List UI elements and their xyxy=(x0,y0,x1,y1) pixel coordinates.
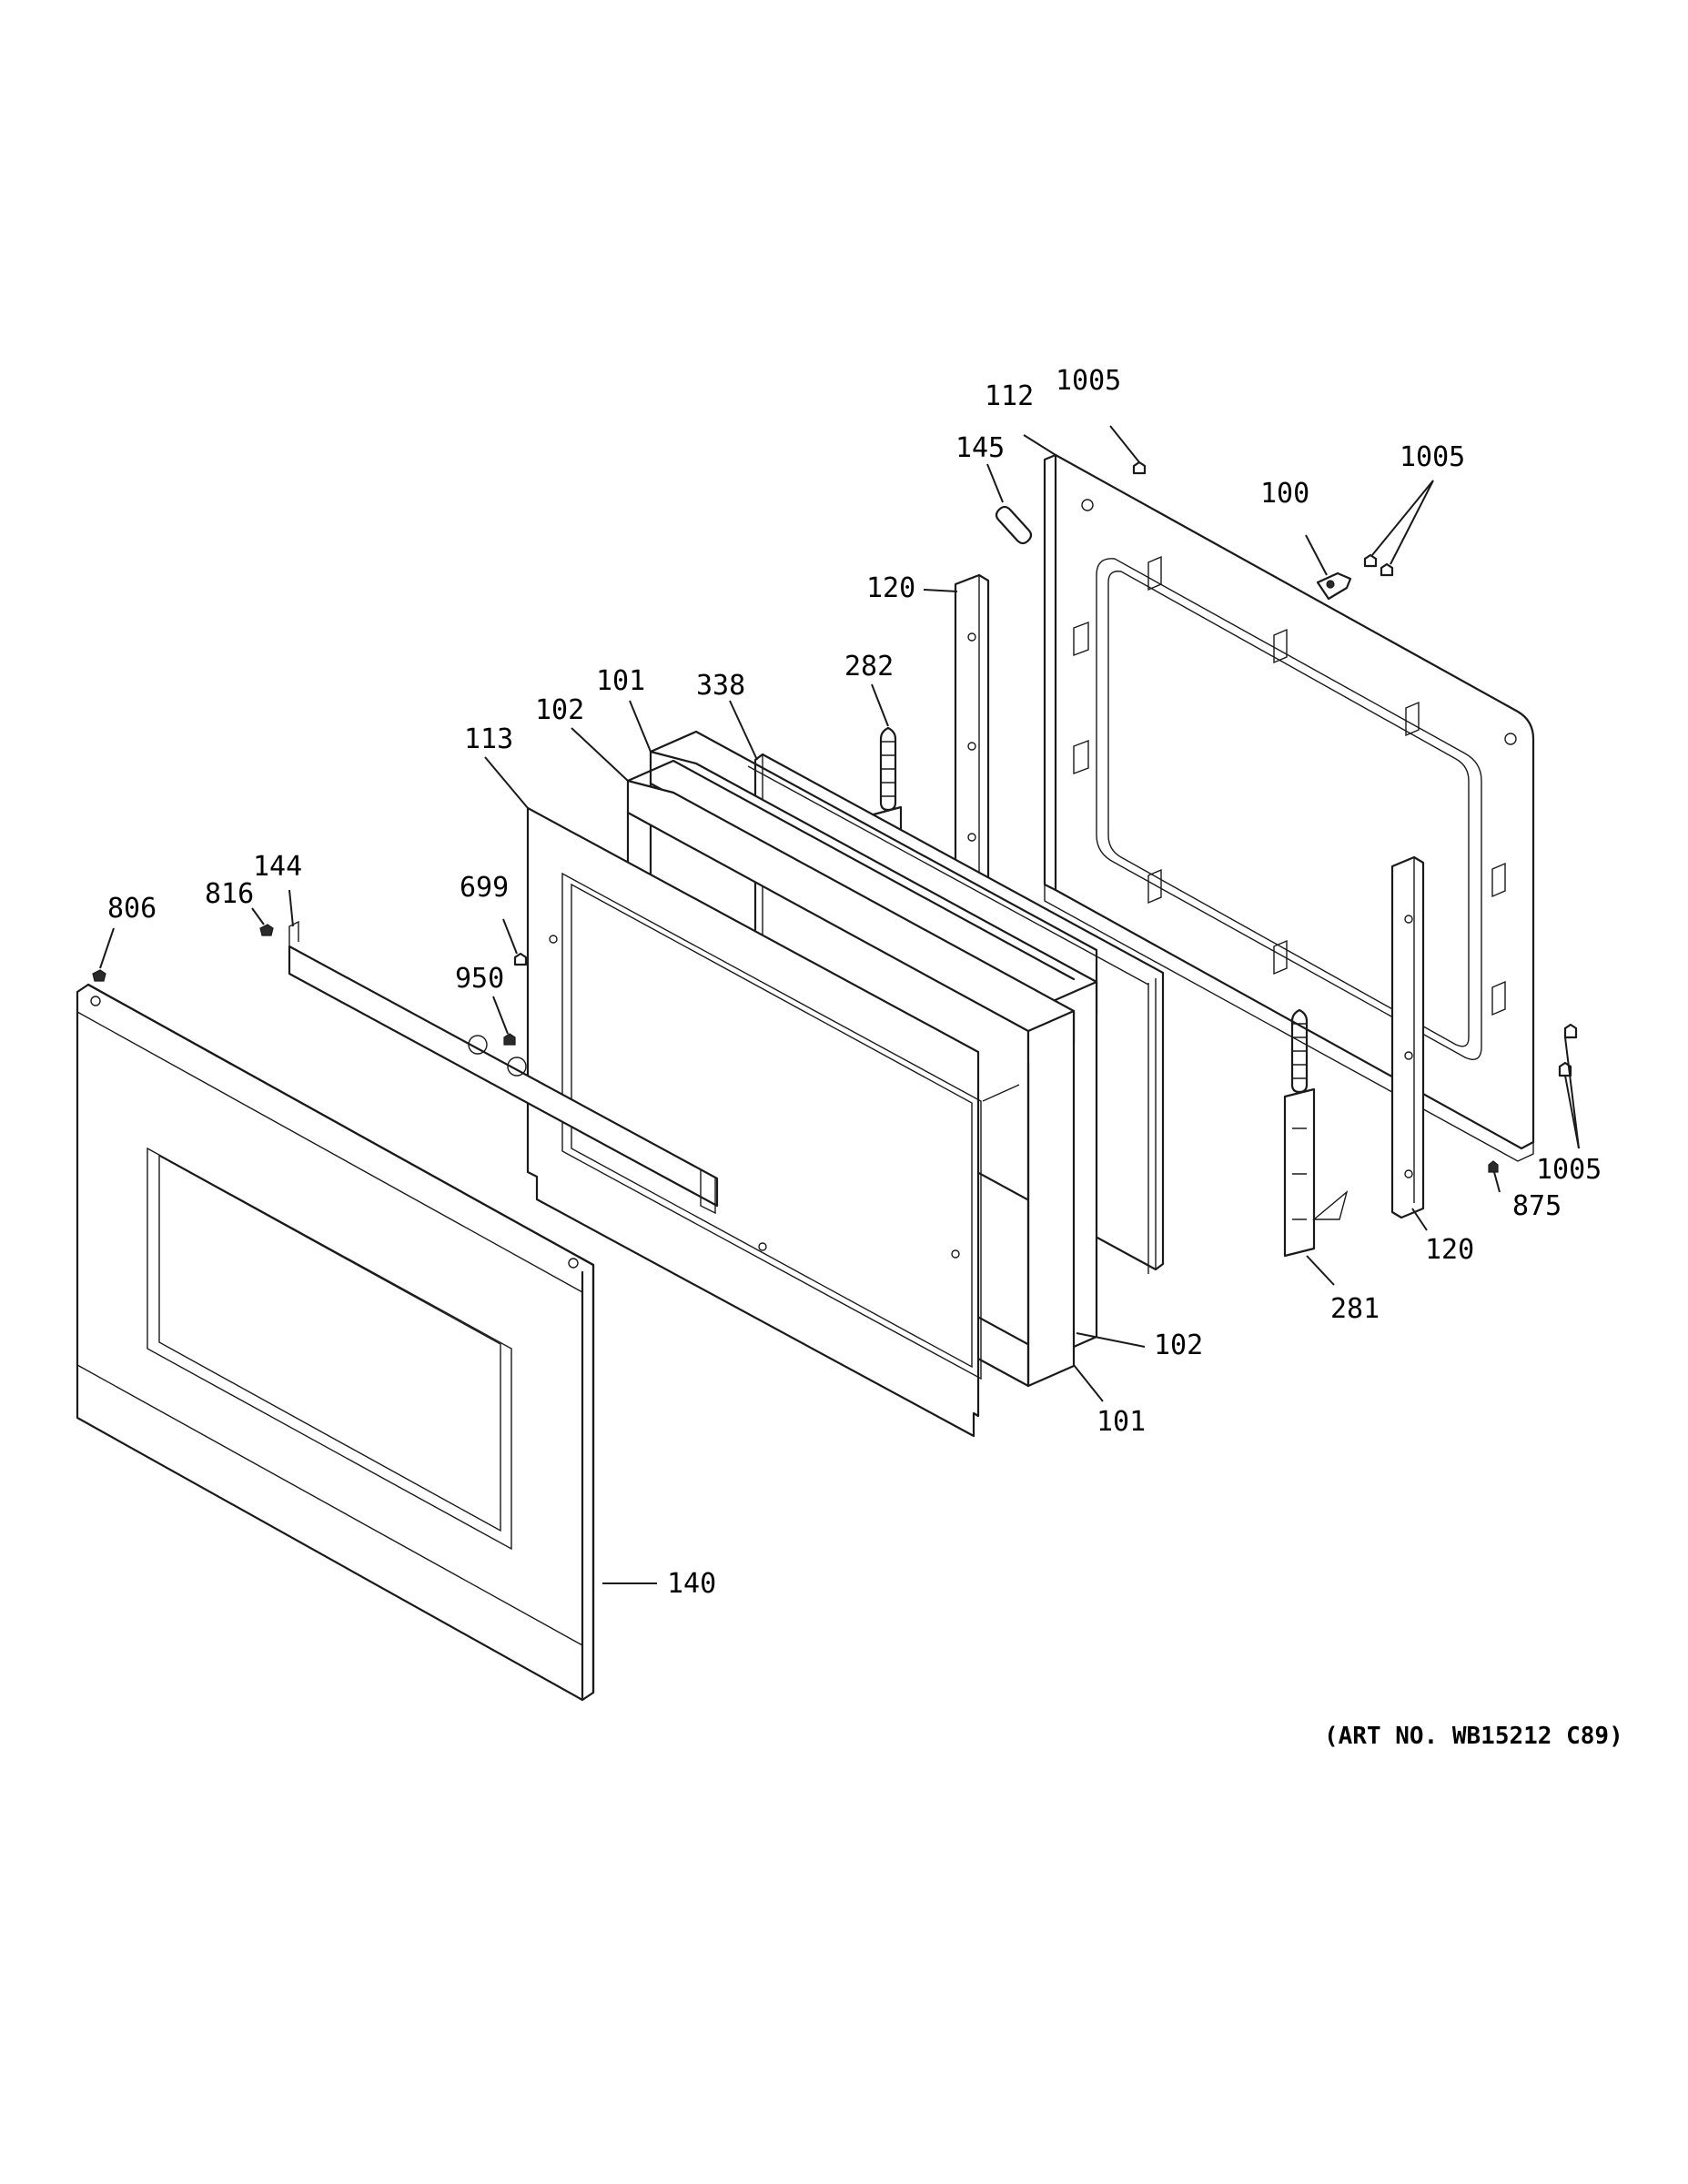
callout-labels: 1005 112 145 1005 100 120 282 101 338 10… xyxy=(107,365,1602,1600)
part-950-screw xyxy=(503,1033,516,1046)
callout-100: 100 xyxy=(1260,478,1309,510)
callout-leaders xyxy=(99,425,1580,1584)
callout-145: 145 xyxy=(955,432,1005,464)
callout-102-lower: 102 xyxy=(1154,1330,1203,1361)
part-699-screw xyxy=(513,952,528,966)
callout-140: 140 xyxy=(667,1568,716,1600)
callout-102-upper: 102 xyxy=(535,694,584,726)
part-1005-screws-top xyxy=(1132,460,1394,577)
callout-1005-top: 1005 xyxy=(1056,365,1121,397)
callout-120-lower: 120 xyxy=(1425,1234,1474,1266)
callout-101-lower: 101 xyxy=(1097,1406,1146,1438)
callout-120-upper: 120 xyxy=(866,572,915,604)
part-144-vent-bracket xyxy=(288,920,719,1215)
part-145-link xyxy=(995,505,1033,545)
part-281-hinge xyxy=(1283,1008,1349,1258)
part-102-insulation-front xyxy=(626,759,1076,1388)
part-816-screw xyxy=(259,924,274,936)
part-113-door-liner-frame xyxy=(526,806,982,1438)
callout-113: 113 xyxy=(464,723,513,755)
callout-112: 112 xyxy=(985,380,1034,412)
part-806-screw xyxy=(92,969,106,982)
callout-144: 144 xyxy=(253,851,302,883)
part-120-hinge-channel-right xyxy=(1390,855,1425,1219)
part-875-screw xyxy=(1488,1160,1499,1173)
art-number-label: (ART NO. WB15212 C89) xyxy=(1324,1723,1623,1750)
callout-101-upper: 101 xyxy=(596,665,645,697)
callout-806: 806 xyxy=(107,893,157,925)
part-100-hinge-bracket xyxy=(1316,571,1352,601)
callout-816: 816 xyxy=(205,878,254,910)
part-140-outer-door-panel xyxy=(76,983,595,1702)
callout-1005-lower: 1005 xyxy=(1536,1154,1602,1186)
callout-282: 282 xyxy=(844,651,894,682)
callout-1005-right: 1005 xyxy=(1400,441,1465,473)
callout-281: 281 xyxy=(1330,1293,1380,1325)
callout-338: 338 xyxy=(696,670,745,702)
callout-699: 699 xyxy=(460,872,509,904)
part-1005-screws-bottom xyxy=(1558,1023,1578,1077)
callout-950: 950 xyxy=(455,963,504,995)
callout-875: 875 xyxy=(1512,1190,1562,1222)
